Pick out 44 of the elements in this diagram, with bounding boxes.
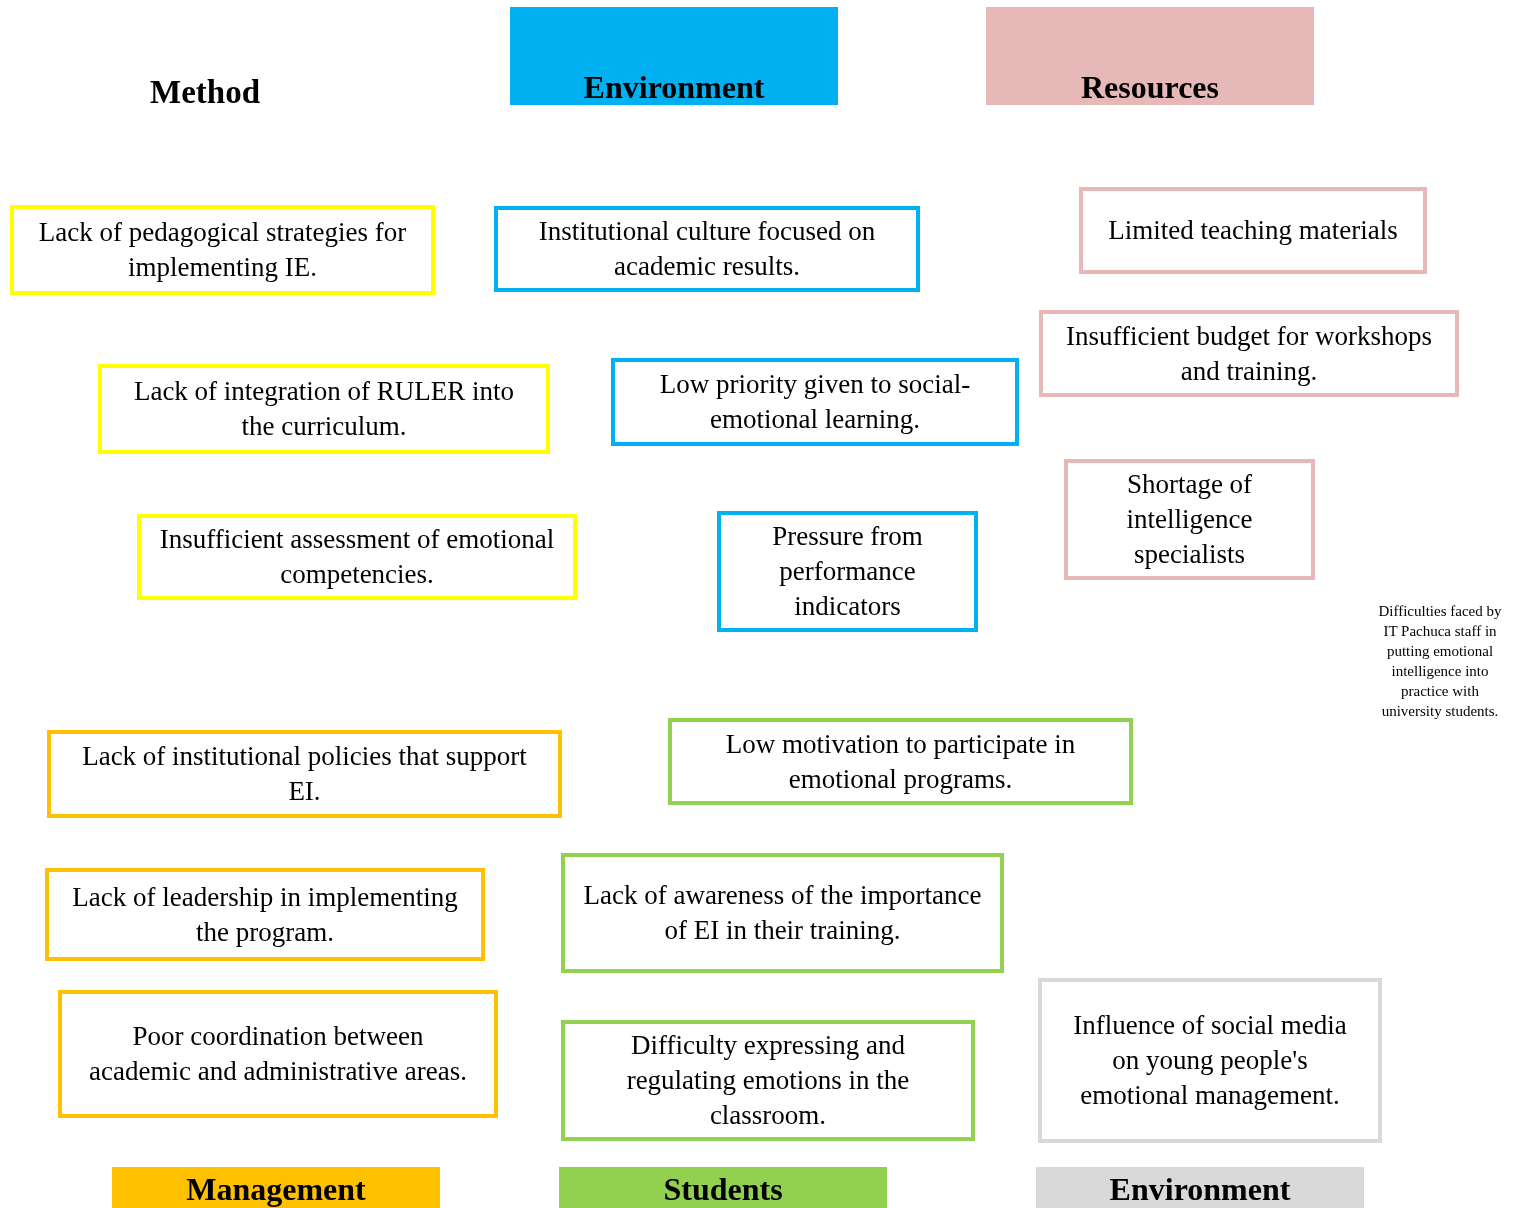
cause-box <box>137 514 577 600</box>
cause-text: Lack of pedagogical strategies for implementing IE. <box>37 216 408 284</box>
cause-text: Lack of integration of RULER into the curriculum. <box>132 375 516 443</box>
cause-box <box>611 358 1019 446</box>
category-title: Environment <box>1109 1170 1291 1207</box>
cause-box <box>1038 978 1382 1143</box>
diagram-caption: Difficulties faced by IT Pachuca staff in putting emotional intelligence into practice with university students. <box>1377 602 1503 721</box>
cause-text: Pressure from performance indicators <box>771 520 924 623</box>
cause-text: Institutional culture focused on academic results. <box>537 215 877 283</box>
category-header <box>559 1167 887 1208</box>
cause-box <box>47 730 562 818</box>
cause-text: Influence of social media on young people's emotional management. <box>1072 1009 1348 1112</box>
category-title: Students <box>663 1170 783 1207</box>
cause-box <box>1079 187 1427 274</box>
cause-text: Lack of awareness of the importance of EI in their training. <box>583 879 982 947</box>
category-header <box>986 7 1314 105</box>
cause-text: Lack of institutional policies that support EI. <box>81 740 528 808</box>
category-header <box>510 7 838 105</box>
category-header <box>112 1167 440 1208</box>
cause-box <box>561 853 1004 973</box>
cause-box <box>98 364 550 454</box>
category-title: Method <box>150 74 260 111</box>
cause-box <box>561 1020 975 1141</box>
category-title: Environment <box>583 69 765 105</box>
cause-text: Limited teaching materials <box>1108 214 1398 247</box>
category-title: Management <box>186 1170 366 1207</box>
cause-text: Insufficient budget for workshops and training. <box>1064 319 1434 388</box>
cause-text: Difficulty expressing and regulating emotions in the classroom. <box>625 1029 911 1132</box>
cause-text: Poor coordination between academic and administrative areas. <box>88 1020 468 1088</box>
cause-box <box>717 511 978 632</box>
category-title: Resources <box>1080 69 1219 105</box>
cause-text: Shortage of intelligence specialists <box>1125 468 1254 571</box>
cause-box <box>10 205 435 295</box>
cause-box <box>58 990 498 1118</box>
cause-box <box>1064 459 1315 580</box>
cause-text: Low priority given to social-emotional learning. <box>658 368 972 436</box>
cause-text: Insufficient assessment of emotional competencies. <box>159 523 555 591</box>
category-header <box>1036 1167 1364 1208</box>
cause-box <box>668 718 1133 805</box>
cause-box <box>494 206 920 292</box>
cause-box <box>1039 310 1459 397</box>
cause-text: Lack of leadership in implementing the program. <box>71 880 459 949</box>
cause-text: Low motivation to participate in emotional programs. <box>724 727 1077 796</box>
cause-box <box>45 868 485 961</box>
